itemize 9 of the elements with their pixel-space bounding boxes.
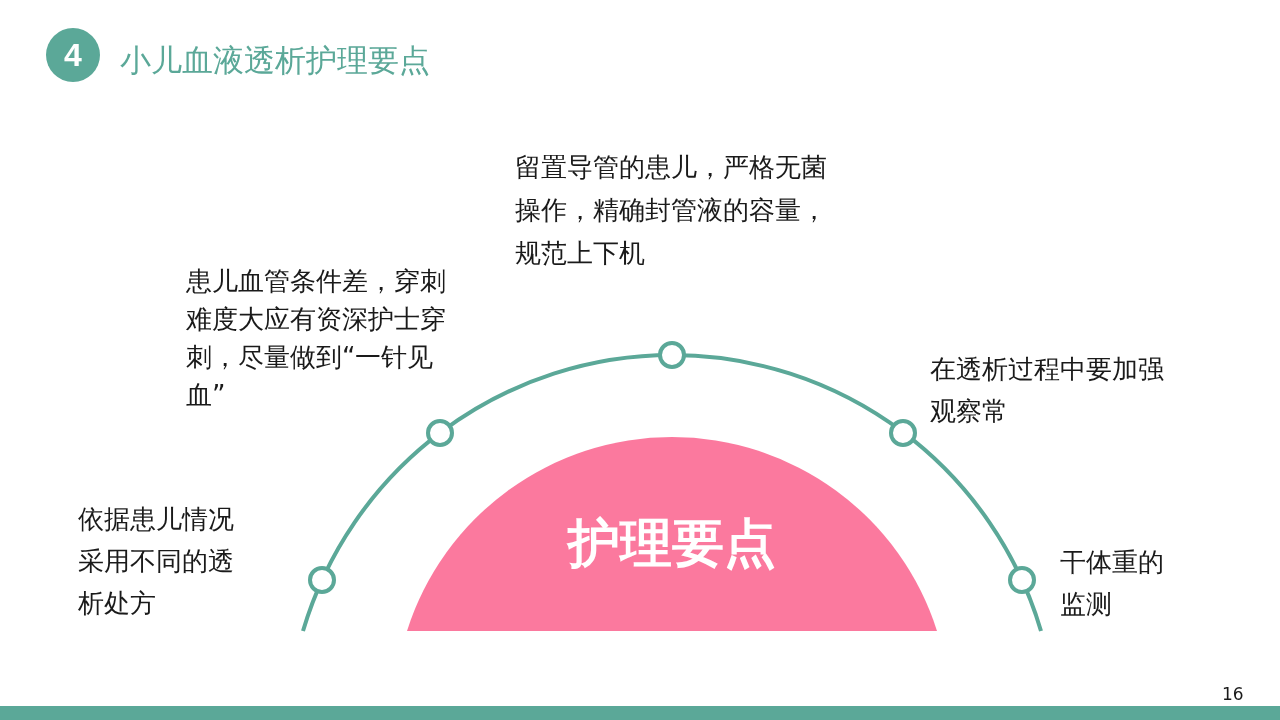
center-heading: 护理要点: [568, 513, 776, 573]
point-text: 依据患儿情况采用不同的透析处方: [78, 503, 235, 620]
point-text: 在透析过程中要加强观察常: [930, 353, 1165, 428]
slide-title: 小儿血液透析护理要点: [120, 41, 430, 80]
point-text: 患儿血管条件差，穿刺难度大应有资深护士穿刺，尽量做到“一针见血”: [186, 265, 447, 412]
number-badge: 4: [46, 28, 100, 82]
page-number: 16: [1222, 683, 1245, 706]
point-text: 留置导管的患儿，严格无菌操作，精确封管液的容量，规范上下机: [515, 151, 828, 270]
point-text: 干体重的监测: [1060, 546, 1165, 621]
